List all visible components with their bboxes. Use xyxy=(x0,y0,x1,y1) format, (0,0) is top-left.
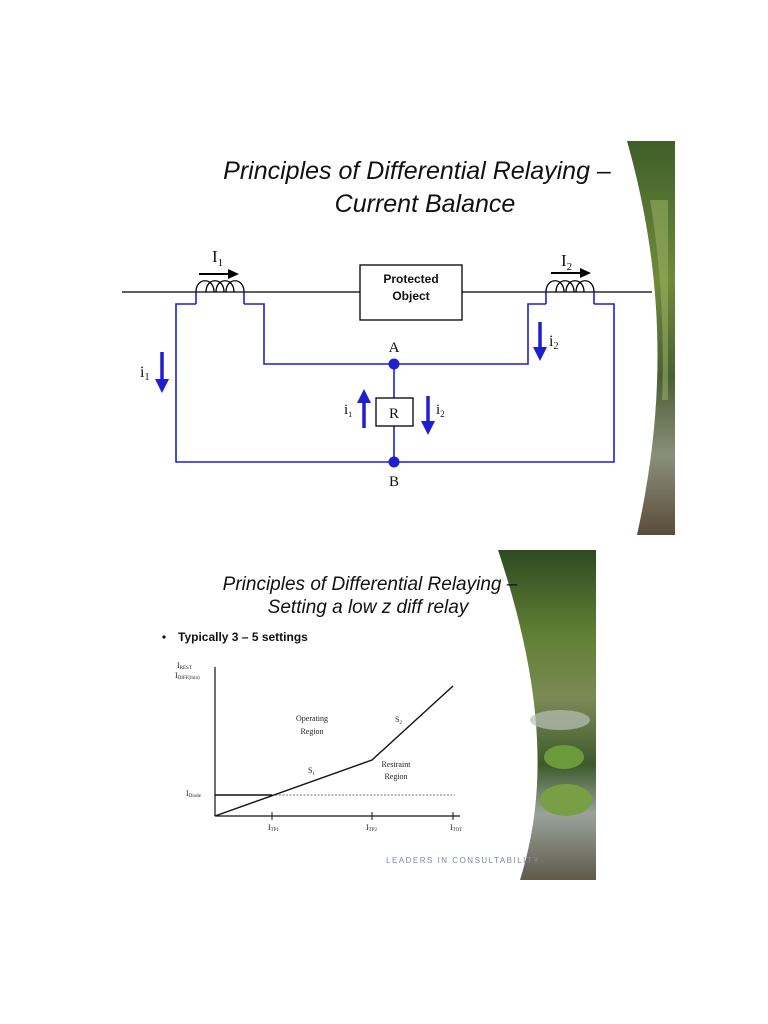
relay-current-i2-label: i2 xyxy=(436,402,445,419)
node-a-dot xyxy=(388,358,400,370)
primary-current-2-label: I2 xyxy=(561,251,572,273)
protected-object-box xyxy=(359,264,463,321)
i-diode-label: IDiode xyxy=(186,789,202,799)
secondary-current-2-label-right: i2 xyxy=(549,333,558,352)
protected-object-label-line2: Object xyxy=(392,289,429,303)
y-axis-label-idiff: IDIFF(min) xyxy=(175,671,200,681)
ct2-secondary-leads xyxy=(545,292,595,304)
mossy-rock-1 xyxy=(544,745,584,769)
slide2-title-line2: Setting a low z diff relay xyxy=(268,597,470,618)
restraint-region-label-2: Region xyxy=(384,772,407,781)
slide2-footer-brand: LEADERS IN CONSULTABILITY xyxy=(386,856,540,865)
node-b-dot xyxy=(388,456,400,468)
primary-current-1-arrow xyxy=(199,269,239,279)
secondary-current-1-label-left: i1 xyxy=(140,364,149,383)
primary-current-1-label: I1 xyxy=(212,247,223,269)
stream-water xyxy=(530,710,590,730)
y-axis-label-irest: IREST xyxy=(177,661,192,671)
primary-current-2-arrow xyxy=(551,268,591,278)
slide-low-z-setting: LEADERS IN CONSULTABILITY Principles of … xyxy=(162,550,596,880)
bullet-dot xyxy=(162,635,166,639)
bullet-text: Typically 3 – 5 settings xyxy=(178,630,308,644)
secondary-circuit xyxy=(175,303,615,463)
relay-label: R xyxy=(389,406,399,422)
slide1-title-line1: Principles of Differential Relaying – xyxy=(223,157,612,185)
relay-current-i1-label: i1 xyxy=(344,402,352,419)
ct1-secondary-leads xyxy=(195,292,245,304)
x-tick-label-tp1: ITP1 xyxy=(268,823,280,833)
operating-region-label-1: Operating xyxy=(296,714,328,723)
relay-box xyxy=(375,397,414,427)
current-transformer-2-icon xyxy=(545,280,595,293)
current-transformer-1-icon xyxy=(195,280,245,293)
x-tick-label-tot: ITOT xyxy=(450,823,462,833)
mossy-rock-2 xyxy=(540,784,592,816)
slope-s1-label: S1 xyxy=(308,766,315,777)
operating-region-label-2: Region xyxy=(300,727,323,736)
protected-object-label-line1: Protected xyxy=(383,272,438,286)
node-a-label: A xyxy=(389,340,400,356)
x-tick-label-tp2: ITP2 xyxy=(366,823,378,833)
slide2-title-line1: Principles of Differential Relaying – xyxy=(223,574,518,595)
node-b-label: B xyxy=(389,474,399,490)
slide-current-balance: Principles of Differential Relaying – Cu… xyxy=(122,141,675,535)
slide1-title-line2: Current Balance xyxy=(335,190,516,218)
slope-s2-label: S2 xyxy=(395,715,402,726)
restraint-characteristic xyxy=(214,685,454,817)
forest-photo-highlights xyxy=(650,200,668,400)
restraint-region-label-1: Restraint xyxy=(382,760,412,769)
